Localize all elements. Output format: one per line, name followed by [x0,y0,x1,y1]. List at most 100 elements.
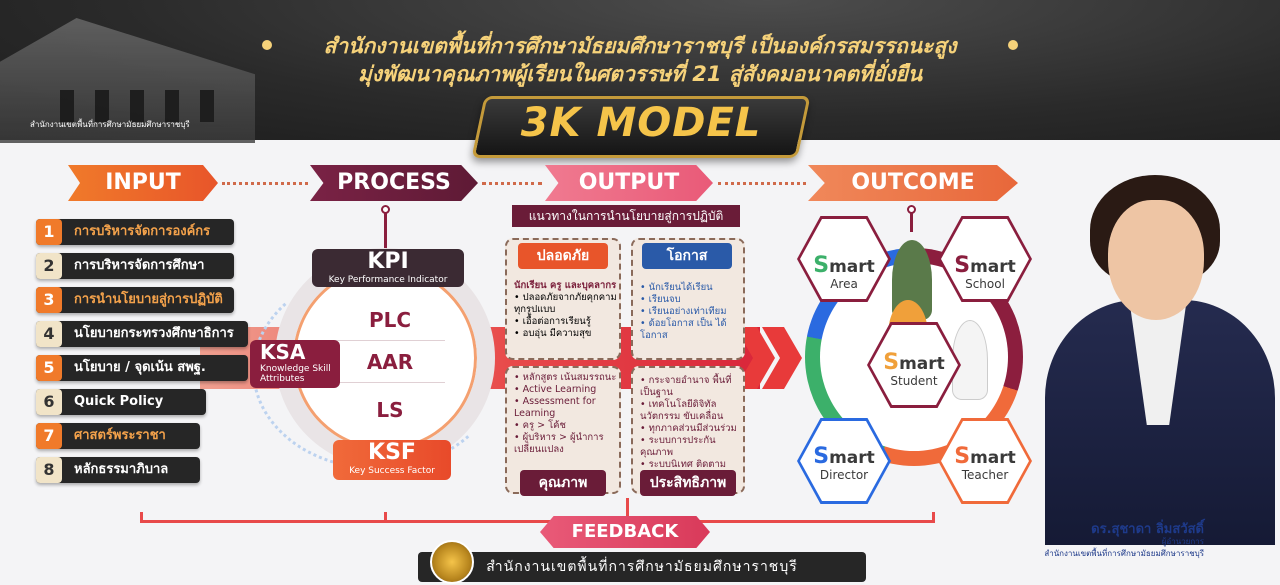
smart-student-label: Student [890,374,938,388]
arrow-up-icon [626,498,629,518]
safety-item: • ปลอดภัยจากภัยคุกคาม ทุกรูปแบบ [514,292,617,315]
smart-school-label: School [965,277,1005,291]
efficiency-item: • เทคโนโลยีดิจิทัล นวัตกรรม ขับเคลื่อน [640,399,724,422]
building-window [130,90,144,122]
input-item-4: 4 นโยบายกระทรวงศึกษาธิการ [36,321,248,347]
input-item-5: 5 นโยบาย / จุดเน้น สพฐ. [36,355,248,381]
input-number: 5 [36,355,62,381]
smart-student-bg [870,325,958,405]
smart-teacher-bg [941,421,1029,501]
ksa-box: KSA Knowledge Skill Attributes [250,340,340,388]
smart-area-word: Smart [813,253,875,278]
kpi-subtitle: Key Performance Indicator [328,275,448,285]
director-role: ผู้อำนวยการ [1161,537,1204,546]
feedback-line [140,520,935,523]
smart-school-word: Smart [954,253,1016,278]
input-label: การบริหารจัดการองค์กร [74,224,211,239]
divider [335,382,445,383]
smart-area-bg [800,219,888,299]
smart-area-label: Area [830,277,858,291]
director-office: สำนักงานเขตพื้นที่การศึกษามัธยมศึกษาราชบ… [1044,549,1204,558]
building-window [200,90,214,122]
connector-dots [718,182,806,185]
safety-head: ปลอดภัย [518,243,608,269]
process-core [320,294,450,424]
footer-band: สำนักงานเขตพื้นที่การศึกษามัธยมศึกษาราชบ… [418,552,866,582]
opportunity-item: • เรียนอย่างเท่าเทียม [640,306,727,317]
opportunity-head: โอกาส [642,243,732,269]
input-number: 1 [36,219,62,245]
efficiency-item: • ทุกภาคส่วนมีส่วนร่วม [640,423,737,434]
input-item-3: 3 การนำนโยบายสู่การปฏิบัติ [36,287,234,313]
efficiency-text: • กระจายอำนาจ พื้นที่เป็นฐาน • เทคโนโลยี… [640,375,744,483]
input-label: การนำนโยบายสู่การปฏิบัติ [74,292,223,307]
director-face [1108,200,1204,320]
quality-head: คุณภาพ [520,470,606,496]
arrow-up-icon [932,512,935,522]
ksa-title: KSA [260,340,306,364]
stage-outcome: OUTCOME [808,165,1018,201]
smart-student-word: Smart [883,350,945,375]
smart-director-label: Director [819,468,869,482]
input-number: 3 [36,287,62,313]
stage-process: PROCESS [310,165,478,201]
bullet-dot [262,40,272,50]
input-label: ศาสตร์พระราชา [74,428,166,443]
opportunity-item: • ด้อยโอกาส เป็น ได้โอกาส [640,318,727,341]
ksf-box: KSF Key Success Factor [333,440,451,480]
bullet-dot [1008,40,1018,50]
input-number: 8 [36,457,62,483]
safety-lead: นักเรียน ครู และบุคลากร [514,280,617,291]
smart-director-bg [800,421,888,501]
safety-item: • เอื้อต่อการเรียนรู้ [514,316,591,327]
ksf-subtitle: Key Success Factor [349,466,435,476]
connector-dots [222,182,308,185]
stage-output: OUTPUT [545,165,713,201]
headline-line-2: มุ่งพัฒนาคุณภาพผู้เรียนในศตวรรษที่ 21 สู… [357,62,923,86]
smart-teacher-label: Teacher [961,468,1009,482]
input-number: 7 [36,423,62,449]
input-number: 2 [36,253,62,279]
input-label: การบริหารจัดการศึกษา [74,258,205,273]
quality-item: • หลักสูตร เน้นสมรรถนะ [514,372,617,383]
building-window [60,90,74,122]
process-ls: LS [376,398,404,422]
feedback-badge: FEEDBACK [540,516,710,548]
building-window [165,90,179,122]
safety-text: นักเรียน ครู และบุคลากร • ปลอดภัยจากภัยค… [514,280,618,340]
opportunity-text: • นักเรียนได้เรียน • เรียนจบ • เรียนอย่า… [640,282,740,342]
process-aar: AAR [366,350,414,374]
output-title: แนวทางในการนำนโยบายสู่การปฏิบัติ [512,205,740,227]
input-label: หลักธรรมาภิบาล [74,462,169,477]
kpi-box: KPI Key Performance Indicator [312,249,464,287]
smart-teacher-word: Smart [954,444,1016,469]
safety-item: • อบอุ่น มีความสุข [514,328,592,339]
building-window [95,90,109,122]
divider [335,340,445,341]
process-plc: PLC [368,308,412,332]
input-item-1: 1 การบริหารจัดการองค์กร [36,219,234,245]
input-label: นโยบาย / จุดเน้น สพฐ. [74,360,206,375]
smart-director-word: Smart [813,444,875,469]
quality-item: • ผู้บริหาร > ผู้นำการเปลี่ยนแปลง [514,432,604,455]
input-number: 4 [36,321,62,347]
input-item-6: 6 Quick Policy [36,389,206,415]
pin-line [384,212,387,250]
opportunity-item: • นักเรียนได้เรียน [640,282,713,293]
input-label: นโยบายกระทรวงศึกษาธิการ [74,326,234,341]
office-seal-icon [430,540,474,584]
opportunity-item: • เรียนจบ [640,294,681,305]
building-sign: สำนักงานเขตพื้นที่การศึกษามัธยมศึกษาราชบ… [30,120,190,129]
quality-item: • Active Learning [514,384,597,395]
input-item-8: 8 หลักธรรมาภิบาล [36,457,200,483]
ksf-title: KSF [368,440,416,465]
headline-line-1: สำนักงานเขตพื้นที่การศึกษามัธยมศึกษาราชบ… [323,34,957,58]
input-label: Quick Policy [74,394,164,409]
arrow-up-icon [140,512,143,522]
efficiency-item: • ระบบการประกันคุณภาพ [640,435,716,458]
stage-input: INPUT [68,165,218,201]
quality-item: • ครู > โค้ช [514,420,566,431]
input-number: 6 [36,389,62,415]
efficiency-head: ประสิทธิภาพ [640,470,736,496]
